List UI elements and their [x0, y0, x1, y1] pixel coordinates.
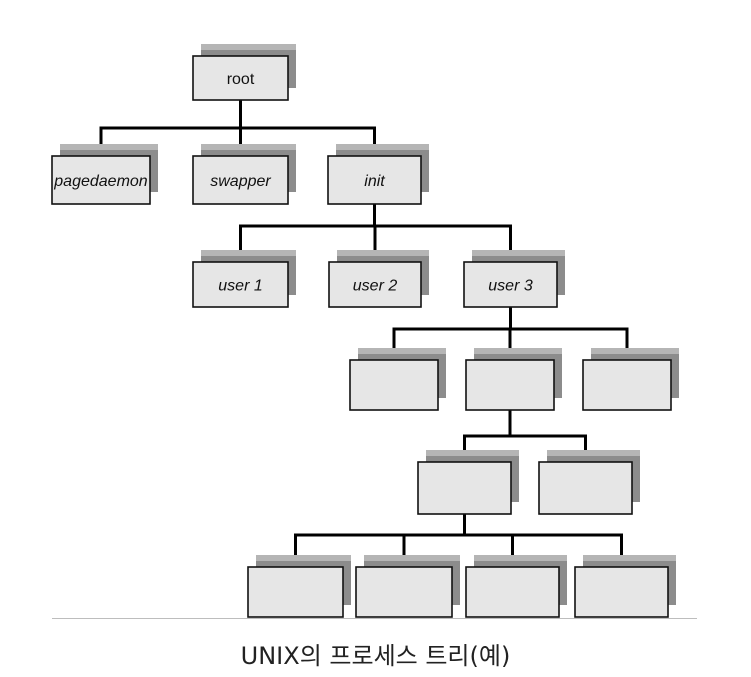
- node-label: user 1: [218, 278, 262, 295]
- node-box: [349, 359, 439, 411]
- node-shadow-highlight: [364, 555, 460, 561]
- node-box: [247, 566, 344, 618]
- node-box: [192, 155, 289, 205]
- node-shadow-highlight: [472, 250, 565, 256]
- node-box: [51, 155, 151, 205]
- node-label: init: [364, 173, 385, 190]
- process-node-init: init: [327, 144, 429, 205]
- process-node-user1: user 1: [192, 250, 296, 308]
- process-node-r3: [465, 555, 567, 618]
- node-label: user 3: [488, 278, 533, 295]
- node-label: user 2: [353, 278, 398, 295]
- node-shadow-highlight: [358, 348, 446, 354]
- process-node-r4: [574, 555, 676, 618]
- process-node-p1: [349, 348, 446, 411]
- process-node-swapper: swapper: [192, 144, 296, 205]
- node-shadow-highlight: [60, 144, 158, 150]
- process-node-q2: [538, 450, 640, 515]
- node-shadow-highlight: [426, 450, 519, 456]
- diagram-caption: UNIX의 프로세스 트리(예): [240, 642, 511, 670]
- node-box: [192, 55, 289, 101]
- node-shadow-highlight: [201, 44, 296, 50]
- node-label: root: [227, 71, 255, 88]
- process-node-pagedaemon: pagedaemon: [51, 144, 158, 205]
- node-shadow-highlight: [547, 450, 640, 456]
- node-shadow-highlight: [336, 144, 429, 150]
- caption-divider: [52, 618, 697, 619]
- process-node-user2: user 2: [328, 250, 429, 308]
- node-shadow-highlight: [337, 250, 429, 256]
- node-shadow-highlight: [201, 144, 296, 150]
- process-node-q1: [417, 450, 519, 515]
- node-box: [463, 261, 558, 308]
- node-shadow-highlight: [256, 555, 351, 561]
- node-box: [538, 461, 633, 515]
- process-node-r2: [355, 555, 460, 618]
- node-box: [417, 461, 512, 515]
- node-label: swapper: [210, 173, 271, 190]
- node-box: [328, 261, 422, 308]
- node-label: pagedaemon: [53, 173, 148, 190]
- node-box: [327, 155, 422, 205]
- process-node-p2: [465, 348, 562, 411]
- node-box: [355, 566, 453, 618]
- node-box: [574, 566, 669, 618]
- process-node-r1: [247, 555, 351, 618]
- node-box: [192, 261, 289, 308]
- node-box: [465, 566, 560, 618]
- node-box: [465, 359, 555, 411]
- node-box: [582, 359, 672, 411]
- process-node-p3: [582, 348, 679, 411]
- process-node-root: root: [192, 44, 296, 101]
- node-shadow-highlight: [474, 348, 562, 354]
- node-shadow-highlight: [583, 555, 676, 561]
- node-shadow-highlight: [474, 555, 567, 561]
- node-shadow-highlight: [591, 348, 679, 354]
- process-node-user3: user 3: [463, 250, 565, 308]
- node-shadow-highlight: [201, 250, 296, 256]
